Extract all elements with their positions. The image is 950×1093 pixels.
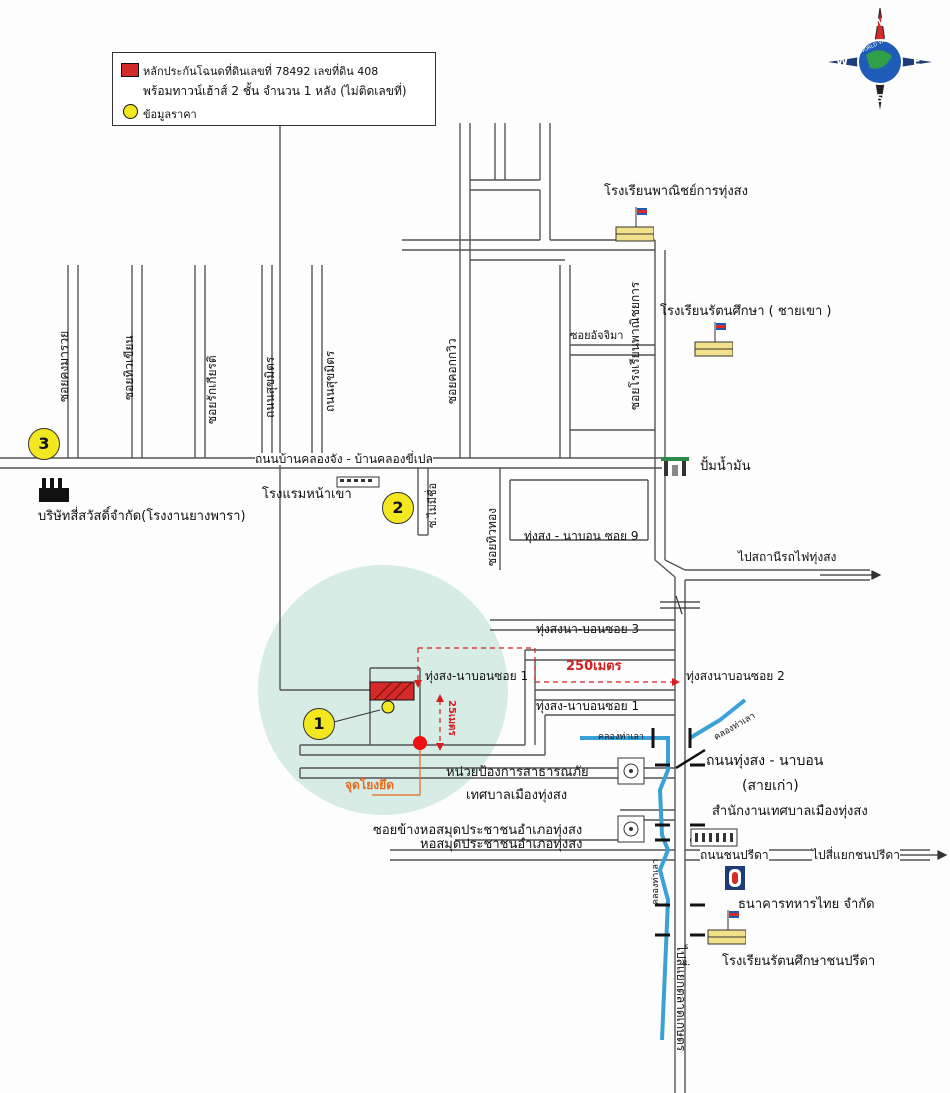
chonpreeda-label: ถนนชนปรีดา [700, 848, 769, 862]
compass-s: S [876, 92, 884, 105]
municipal-office-label: สำนักงานเทศบาลเมืองทุ่งสง [712, 804, 868, 819]
landmark-point-label: จุดโยงยึด [345, 778, 394, 792]
compass-e: E [913, 55, 921, 68]
soi-maisue-label: ซ.ไม่มีชื่อ [426, 482, 439, 528]
disaster-unit-label-2: เทศบาลเมืองทุ่งสง [466, 788, 568, 803]
school-chonpreeda-label: โรงเรียนรัตนศึกษาชนปรีดา [722, 954, 876, 969]
main-road-label: ถนนบ้านคลองจัง - บ้านคลองขี่เปล [255, 452, 433, 466]
soi3-label: ทุ่งสงนา-บอนซอย 3 [536, 622, 640, 636]
bank-label: ธนาคารทหารไทย จำกัด [738, 897, 875, 912]
school-commerce-label: โรงเรียนพาณิชย์การทุ่งสง [604, 184, 748, 199]
gas-station-icon [660, 455, 690, 477]
canal-label-3: คลองท่าเลา [651, 859, 661, 905]
compass-rose [828, 7, 932, 110]
thanon-sukmit-2-label: ถนนสุขมิตร [323, 350, 337, 412]
disaster-unit-icon [617, 757, 645, 785]
factory-icon [38, 476, 70, 504]
to-station-label: ไปสถานีรถไฟทุ่งสง [738, 550, 837, 564]
library-icon [617, 815, 645, 843]
to-talat-label: ไปสี่แยกตลาดเกษตร [674, 945, 688, 1052]
legend-price-text: ข้อมูลราคา [143, 108, 197, 121]
price-dot [381, 700, 395, 714]
soi-thiwkhian-label: ซอยทิวเขียน [122, 335, 136, 400]
disaster-unit-label-1: หน่วยป้องการสาธารณภัย [446, 765, 589, 780]
price-marker-3: 3 [28, 428, 60, 460]
soi-oatjima-label: ซอยอัจจิมา [570, 329, 624, 342]
soi-khongmanruai-label: ซอยคงมารวย [57, 330, 71, 402]
roads [0, 123, 930, 1093]
landmark-dot [413, 736, 427, 750]
soi9-label: ทุ่งสง - นาบอน ซอย 9 [524, 529, 639, 543]
soi-rakkiatrat-label: ซอยรักเกียรติ [205, 355, 219, 424]
price-marker-2: 2 [382, 492, 414, 524]
hotel-icon [336, 473, 380, 488]
to-chonpreeda-label: ไปสี่แยกชนปรีดา [812, 848, 900, 862]
soi-rongrian-label: ซอยโรงเรียนพาณิชยการ [628, 281, 642, 410]
compass-w: W [836, 55, 849, 68]
library-soi-label: ซอยข้างหอสมุดประชาชนอำเภอทุ่งสง [373, 823, 583, 838]
soi-thiwthong-label: ซอยทิวทอง [485, 507, 499, 566]
direction-arrows [820, 570, 948, 860]
school-commerce-icon [614, 205, 655, 243]
school-chonpreeda-icon [706, 908, 747, 946]
legend-plot-text: หลักประกันโฉนดที่ดินเลขที่ 78492 เลขที่ด… [143, 65, 379, 78]
library-label: หอสมุดประชาชนอำเภอทุ่งสง [420, 837, 583, 852]
soi1-upper-label: ทุ่งสง-นาบอนซอย 1 [425, 669, 529, 683]
bank-icon [724, 865, 746, 891]
soi2-label: ทุ่งสงนาบอนซอย 2 [686, 669, 785, 683]
municipal-office-icon [690, 825, 738, 847]
gas-station-label: ปั้มน้ำมัน [700, 459, 751, 474]
rail-crossing [660, 595, 700, 615]
legend-price-swatch [123, 104, 138, 119]
school-ratsuksa-label: โรงเรียนรัตนศึกษา ( ชายเขา ) [660, 304, 832, 319]
factory-label: บริษัทสี่สวัสดิ์จำกัด(โรงงานยางพารา) [38, 509, 246, 524]
canal [580, 698, 747, 1041]
main-road-sub: (สายเก่า) [742, 778, 799, 794]
hotel-label: โรงแรมหน้าเขา [262, 487, 352, 502]
canal-label-1: คลองท่าเลา [598, 732, 644, 742]
distance-250m: 250เมตร [566, 659, 622, 674]
school-ratsuksa-icon [693, 320, 734, 358]
legend-house-text: พร้อมทาวน์เฮ้าส์ 2 ชั้น จำนวน 1 หลัง (ไม… [143, 84, 407, 98]
thanon-sukmit-1-label: ถนนสุขมิตร [263, 356, 277, 418]
main-road-name: ถนนทุ่งสง - นาบอน [706, 753, 824, 769]
distance-lines [417, 647, 672, 745]
soi1-lower-label: ทุ่งสง-นาบอนซอย 1 [536, 699, 640, 713]
legend-plot-swatch [121, 63, 139, 77]
distance-25m: 25เมตร [446, 700, 457, 736]
compass-n: N [875, 16, 885, 29]
soi-khokkrawiw-label: ซอยคอกกวิว [445, 338, 459, 404]
legend-box: หลักประกันโฉนดที่ดินเลขที่ 78492 เลขที่ด… [112, 52, 436, 126]
price-marker-1: 1 [303, 708, 335, 740]
